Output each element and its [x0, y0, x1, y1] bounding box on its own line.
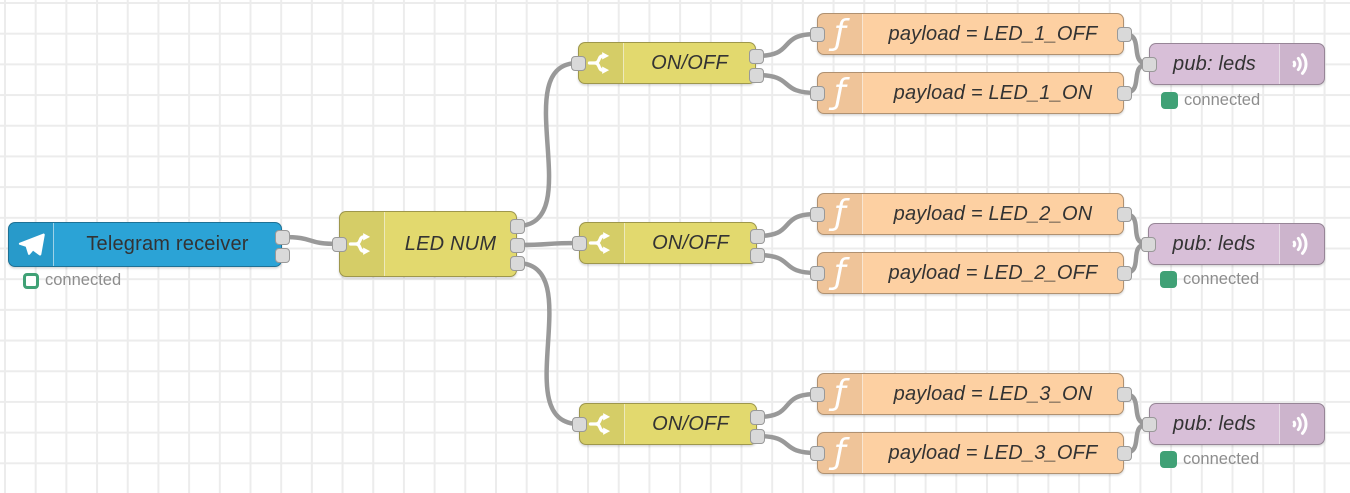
- input-port[interactable]: [1140, 236, 1156, 252]
- broadcast-icon: [1279, 44, 1324, 84]
- input-port[interactable]: [331, 236, 347, 252]
- input-port[interactable]: [571, 416, 587, 432]
- wire[interactable]: [279, 234, 342, 247]
- wire[interactable]: [754, 391, 820, 420]
- output-port[interactable]: [749, 228, 765, 244]
- status-text: connected: [1184, 91, 1261, 109]
- broadcast-icon: [1279, 224, 1324, 264]
- status-text: connected: [1183, 450, 1260, 468]
- input-port[interactable]: [809, 386, 825, 402]
- node-label: pub: leds: [1173, 412, 1256, 435]
- node-label: payload = LED_3_OFF: [888, 441, 1098, 464]
- output-port[interactable]: [748, 67, 764, 83]
- node-status: connected: [1160, 270, 1259, 289]
- switch-icon: [579, 43, 624, 83]
- function-icon: ƒ: [818, 433, 863, 473]
- output-port[interactable]: [274, 247, 290, 263]
- function-icon: ƒ: [818, 374, 863, 414]
- status-text: connected: [1183, 270, 1260, 288]
- input-port[interactable]: [1141, 416, 1157, 432]
- node-pub3[interactable]: pub: leds: [1149, 403, 1325, 445]
- node-telegram[interactable]: Telegram receiver: [8, 222, 282, 267]
- output-port[interactable]: [1116, 265, 1132, 281]
- function-icon: ƒ: [818, 194, 863, 234]
- node-label: ON/OFF: [652, 231, 729, 254]
- node-onoff3[interactable]: ON/OFF: [579, 403, 757, 445]
- node-label: payload = LED_1_ON: [893, 81, 1093, 104]
- node-label: payload = LED_2_ON: [893, 202, 1093, 225]
- node-label: pub: leds: [1172, 232, 1256, 255]
- wire[interactable]: [514, 240, 582, 248]
- function-icon: ƒ: [818, 253, 863, 293]
- node-label: payload = LED_3_ON: [893, 382, 1093, 405]
- input-port[interactable]: [809, 26, 825, 42]
- wire[interactable]: [753, 31, 820, 59]
- node-f6[interactable]: ƒ payload = LED_3_OFF: [817, 432, 1124, 474]
- node-f5[interactable]: ƒ payload = LED_3_ON: [817, 373, 1124, 415]
- node-f3[interactable]: ƒ payload = LED_2_ON: [817, 193, 1124, 235]
- node-f2[interactable]: ƒ payload = LED_1_ON: [817, 72, 1124, 114]
- wire[interactable]: [754, 211, 820, 239]
- output-port[interactable]: [1116, 386, 1132, 402]
- status-dot-icon: [1160, 271, 1177, 288]
- node-f4[interactable]: ƒ payload = LED_2_OFF: [817, 252, 1124, 294]
- output-port[interactable]: [1116, 26, 1132, 42]
- node-status: connected: [23, 271, 121, 290]
- node-pub1[interactable]: pub: leds: [1149, 43, 1325, 85]
- telegram-plane-icon: [9, 223, 54, 266]
- input-port[interactable]: [571, 235, 587, 251]
- input-port[interactable]: [570, 55, 586, 71]
- output-port[interactable]: [749, 247, 765, 263]
- node-status: connected: [1161, 91, 1260, 110]
- input-port[interactable]: [809, 445, 825, 461]
- node-label: ON/OFF: [651, 51, 728, 74]
- output-port[interactable]: [1116, 445, 1132, 461]
- input-port[interactable]: [809, 265, 825, 281]
- node-f1[interactable]: ƒ payload = LED_1_OFF: [817, 13, 1124, 55]
- wire[interactable]: [514, 60, 581, 229]
- wire[interactable]: [754, 252, 820, 276]
- output-port[interactable]: [274, 229, 290, 245]
- output-port[interactable]: [1116, 85, 1132, 101]
- function-icon: ƒ: [818, 14, 863, 54]
- wire[interactable]: [754, 433, 820, 456]
- status-text: connected: [45, 271, 122, 289]
- function-icon: ƒ: [818, 73, 863, 113]
- broadcast-icon: [1279, 404, 1324, 444]
- node-label: payload = LED_1_OFF: [888, 22, 1098, 45]
- node-onoff2[interactable]: ON/OFF: [579, 222, 757, 264]
- wire[interactable]: [514, 260, 582, 427]
- node-pub2[interactable]: pub: leds: [1148, 223, 1325, 265]
- switch-icon: [340, 212, 385, 276]
- status-ring-icon: [23, 272, 39, 289]
- status-dot-icon: [1161, 92, 1178, 109]
- input-port[interactable]: [1141, 56, 1157, 72]
- node-label: LED NUM: [404, 232, 497, 255]
- node-label: Telegram receiver: [86, 233, 249, 255]
- output-port[interactable]: [748, 48, 764, 64]
- input-port[interactable]: [809, 85, 825, 101]
- node-status: connected: [1160, 450, 1259, 469]
- status-dot-icon: [1160, 451, 1177, 468]
- switch-icon: [580, 223, 625, 263]
- output-port[interactable]: [749, 428, 765, 444]
- node-label: ON/OFF: [652, 412, 729, 435]
- input-port[interactable]: [809, 206, 825, 222]
- node-onoff1[interactable]: ON/OFF: [578, 42, 756, 84]
- output-port[interactable]: [509, 218, 525, 234]
- output-port[interactable]: [509, 237, 525, 253]
- node-lednum[interactable]: LED NUM: [339, 211, 517, 277]
- output-port[interactable]: [749, 409, 765, 425]
- node-label: payload = LED_2_OFF: [888, 261, 1098, 284]
- output-port[interactable]: [1116, 206, 1132, 222]
- output-port[interactable]: [509, 255, 525, 271]
- switch-icon: [580, 404, 625, 444]
- node-label: pub: leds: [1173, 52, 1256, 75]
- wire[interactable]: [753, 72, 820, 96]
